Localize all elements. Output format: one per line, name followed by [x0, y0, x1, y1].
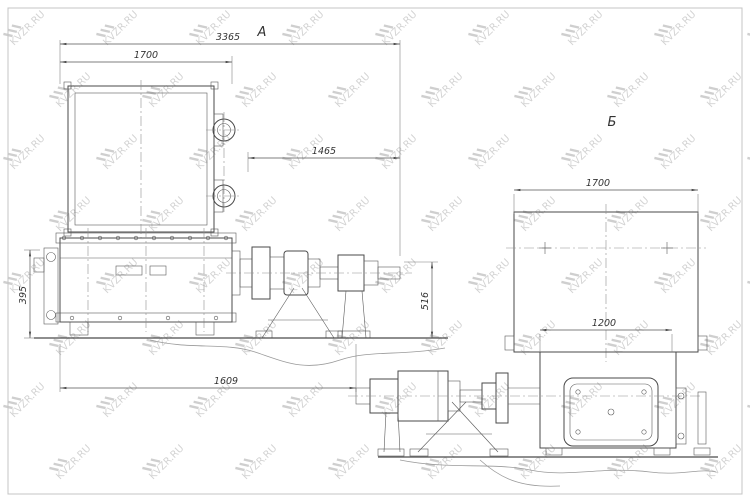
view-b-dimensions: 1700 1200	[513, 178, 699, 352]
view-a-break-line	[149, 339, 446, 366]
view-a-front-view	[33, 228, 237, 336]
dim-right-height: 516	[420, 292, 431, 310]
dim-left-height: 395	[18, 286, 29, 304]
view-a: А	[18, 25, 448, 392]
view-a-top-view	[63, 80, 242, 238]
view-a-label: А	[257, 25, 267, 40]
view-b-side-view	[348, 351, 711, 457]
view-b-break-line-2	[479, 459, 561, 487]
view-a-dimensions: 3365 1700 1465 395 516 1609	[18, 32, 438, 392]
view-b-break-line	[399, 459, 717, 474]
sheet-frame	[7, 7, 743, 495]
view-b: Б	[348, 115, 718, 487]
dim-shaft-extent: 1465	[312, 146, 336, 157]
dim-overall-width: 3365	[216, 32, 240, 43]
dim-b-top-width: 1700	[586, 178, 610, 189]
view-a-drive-train	[226, 246, 412, 339]
view-b-label: Б	[608, 115, 617, 130]
dim-base-width: 1609	[214, 376, 238, 387]
dim-b-inner-width: 1200	[592, 318, 616, 329]
dim-upper-width: 1700	[134, 50, 158, 61]
